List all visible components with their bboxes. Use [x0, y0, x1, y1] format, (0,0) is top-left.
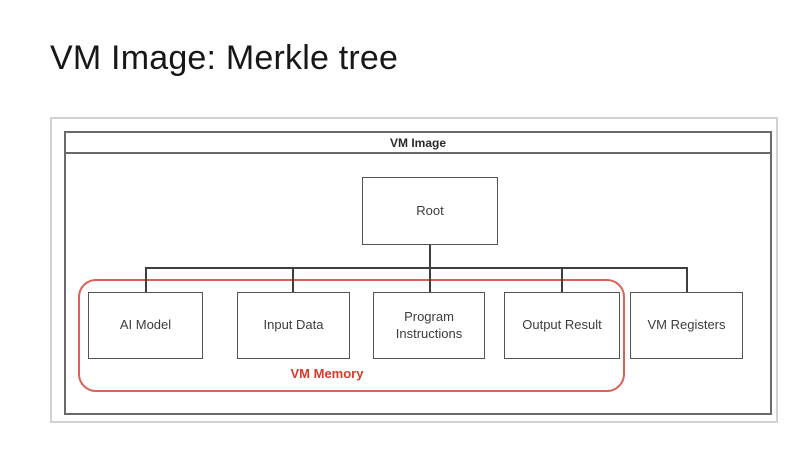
node-vm-registers-label: VM Registers: [647, 317, 726, 333]
vm-image-frame-title: VM Image: [389, 135, 446, 150]
node-program-instructions: Program Instructions: [373, 292, 485, 359]
node-output-result-label: Output Result: [522, 317, 602, 333]
connector-root-stem: [429, 245, 431, 268]
node-output-result: Output Result: [504, 292, 620, 359]
connector-horizontal-bus: [145, 267, 688, 269]
connector-drop-ai-model: [145, 268, 147, 292]
node-ai-model-label: AI Model: [119, 317, 172, 333]
connector-drop-output-result: [561, 268, 563, 292]
node-ai-model: AI Model: [88, 292, 203, 359]
node-root-label: Root: [416, 202, 444, 218]
node-input-data: Input Data: [237, 292, 350, 359]
slide-title: VM Image: Merkle tree: [50, 39, 399, 77]
vm-memory-group-label: VM Memory: [290, 366, 364, 381]
vm-image-frame-titlebar: VM Image: [66, 133, 770, 154]
connector-drop-input-data: [292, 268, 294, 292]
node-root: Root: [362, 177, 498, 245]
vm-memory-group-outline: [78, 279, 625, 392]
connector-drop-vm-registers: [686, 268, 688, 292]
node-input-data-label: Input Data: [263, 317, 324, 333]
connector-drop-program-instructions: [429, 268, 431, 292]
node-vm-registers: VM Registers: [630, 292, 743, 359]
node-program-instructions-label: Program Instructions: [395, 309, 463, 341]
